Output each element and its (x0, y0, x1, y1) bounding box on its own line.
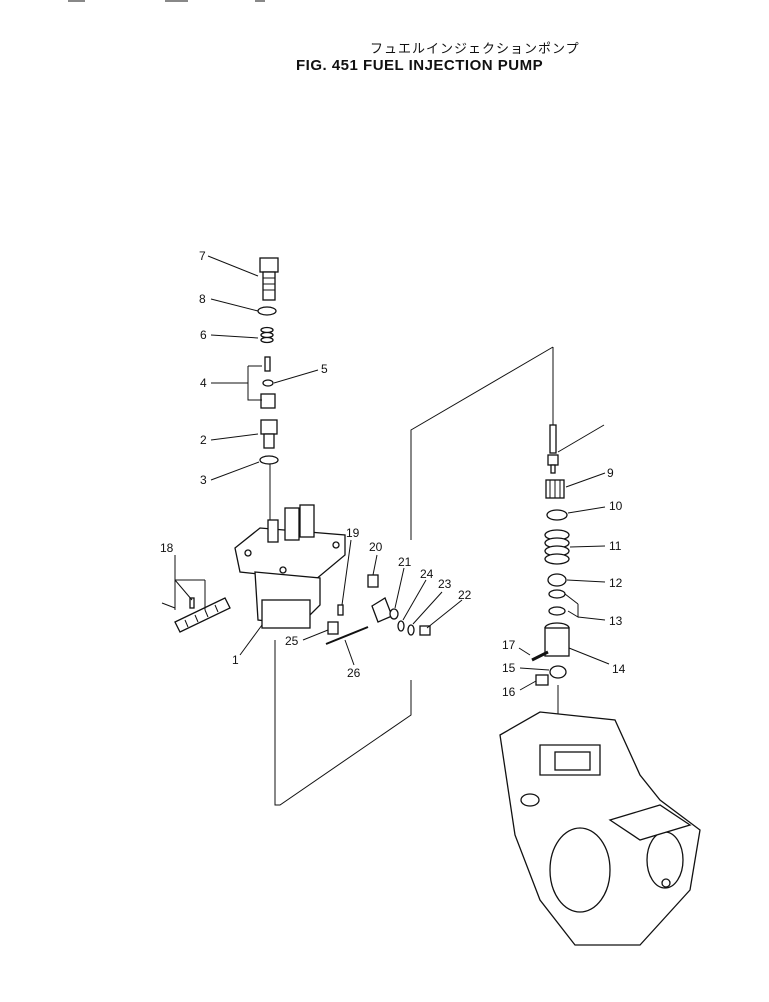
callout-6: 6 (200, 328, 207, 342)
o-ring (257, 306, 277, 316)
pin (337, 604, 344, 616)
delivery-valve-spring (260, 326, 274, 344)
figure-title-japanese: フュエルインジェクションポンプ (370, 42, 580, 57)
callout-11: 11 (609, 539, 622, 553)
tappet (544, 622, 570, 657)
callout-25: 25 (285, 634, 299, 648)
callout-10: 10 (609, 499, 623, 513)
callout-14: 14 (612, 662, 626, 676)
callout-15: 15 (502, 661, 516, 675)
spring-pin (325, 626, 369, 645)
delivery-valve-holder (259, 257, 279, 301)
callout-13: 13 (609, 614, 623, 628)
callout-4: 4 (200, 376, 207, 390)
upper-spring-seat (546, 509, 568, 521)
plunger-spring (544, 529, 570, 565)
control-rack (161, 597, 231, 633)
lower-spring-seat (547, 573, 567, 587)
washer-24 (397, 620, 405, 632)
callout-20: 20 (369, 540, 383, 554)
plunger-barrel (260, 419, 278, 449)
bolt-25 (327, 621, 339, 635)
callout-3: 3 (200, 473, 207, 487)
figure-title: FIG. 451 FUEL INJECTION PUMP (296, 57, 544, 74)
callout-21: 21 (398, 555, 412, 569)
callout-26: 26 (347, 666, 361, 680)
callout-18: 18 (160, 541, 174, 555)
callout-24: 24 (420, 567, 434, 581)
gasket (259, 455, 279, 465)
callout-23: 23 (438, 577, 452, 591)
callout-16: 16 (502, 685, 516, 699)
control-sleeve (545, 479, 565, 499)
roller (549, 665, 567, 679)
bolt-22 (419, 625, 431, 636)
gear-case-housing (499, 711, 701, 946)
pump-body (234, 504, 346, 629)
callout-9: 9 (607, 466, 614, 480)
cover (371, 597, 393, 623)
callout-17: 17 (502, 638, 516, 652)
bolt (389, 608, 399, 620)
callout-12: 12 (609, 576, 623, 590)
shims (548, 589, 566, 616)
callout-22: 22 (458, 588, 472, 602)
leader-lines (174, 255, 610, 691)
callout-labels: 7 8 6 4 5 2 3 18 19 20 21 24 23 22 25 26… (160, 249, 626, 699)
callout-2-left: 2 (200, 433, 207, 447)
callout-1: 1 (232, 653, 239, 667)
callout-8: 8 (199, 292, 206, 306)
washer-23 (407, 624, 415, 636)
callout-5: 5 (321, 362, 328, 376)
callout-7: 7 (199, 249, 206, 263)
plunger (547, 424, 559, 474)
callout-19: 19 (346, 526, 360, 540)
roller-pin (535, 674, 549, 686)
pin-17 (531, 650, 549, 662)
delivery-valve (260, 356, 276, 409)
plate (367, 574, 379, 588)
